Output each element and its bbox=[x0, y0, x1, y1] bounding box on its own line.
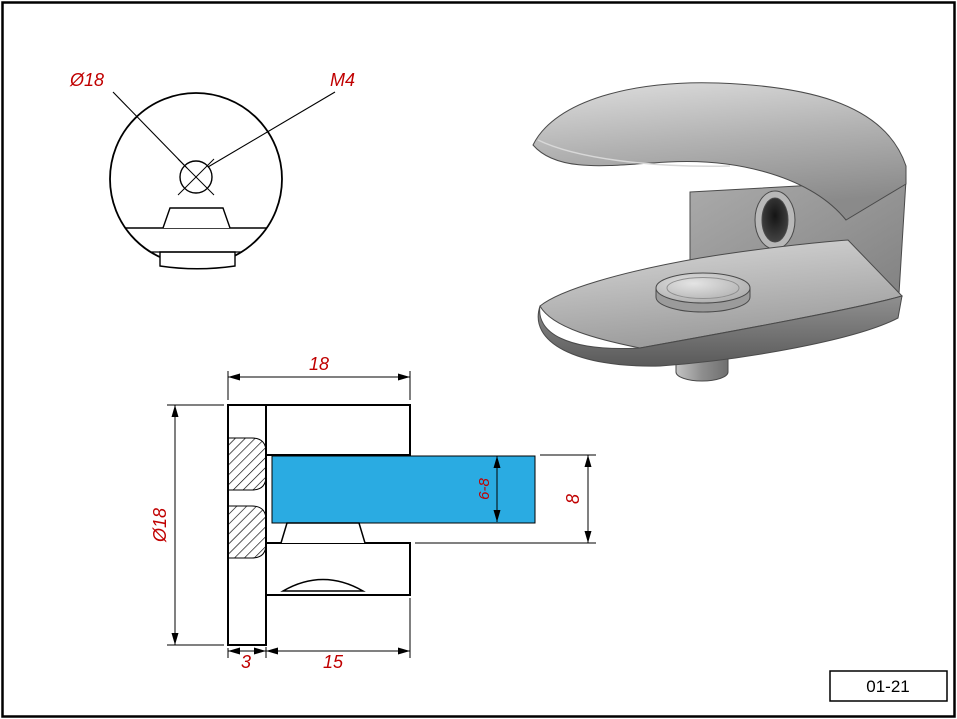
screw-hole bbox=[761, 197, 789, 243]
wall-plate-outline bbox=[227, 404, 267, 646]
part-code: 01-21 bbox=[866, 677, 909, 696]
dim-back-thickness-label: 3 bbox=[241, 652, 251, 672]
bottom-pad-front bbox=[159, 251, 236, 270]
thread-leader-line bbox=[207, 91, 336, 168]
top-arm-outline bbox=[266, 404, 411, 456]
title-block-box bbox=[829, 670, 948, 702]
dim-width-label: 18 bbox=[309, 354, 329, 374]
front-thread-label: M4 bbox=[330, 70, 355, 90]
hole-cross-line-2 bbox=[177, 158, 215, 196]
lower-arm-front-face bbox=[537, 295, 903, 367]
dim-jaw-depth-label: 15 bbox=[323, 652, 344, 672]
front-diameter-label: Ø18 bbox=[69, 70, 104, 90]
dim-slot-height-label: 8 bbox=[563, 494, 583, 504]
iso-view bbox=[532, 82, 907, 382]
hatch-section-top bbox=[227, 437, 267, 491]
dimensions: 18 Ø18 6-8 8 3 15 bbox=[150, 354, 596, 672]
dim-glass-thickness-label: 6-8 bbox=[476, 478, 493, 500]
rubber-pad-front bbox=[162, 207, 231, 229]
front-view: Ø18 M4 bbox=[69, 70, 355, 270]
dimension-arrows bbox=[171, 373, 592, 655]
glass-panel bbox=[271, 455, 536, 524]
upper-arm-highlight bbox=[537, 139, 731, 167]
rubber-pad-section bbox=[280, 522, 366, 544]
dim-diameter-label: Ø18 bbox=[150, 508, 170, 543]
title-block: 01-21 bbox=[829, 670, 948, 702]
hatch-section-bottom bbox=[227, 505, 267, 559]
dome-pad-section bbox=[280, 578, 366, 592]
boss-inner-rim bbox=[666, 277, 740, 299]
upper-arm bbox=[532, 82, 907, 221]
diameter-leader-line bbox=[112, 91, 188, 169]
section-view bbox=[227, 404, 536, 646]
